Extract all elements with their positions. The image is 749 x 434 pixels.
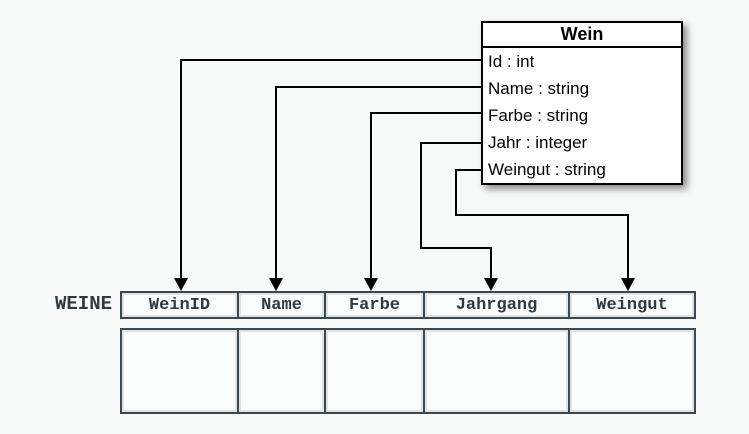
arrowhead-icon: [364, 278, 378, 291]
arrowhead-icon: [174, 278, 188, 291]
connector-farbe-to-farbe: [364, 112, 481, 291]
connector-weingut-to-weingut: [455, 169, 635, 291]
arrowhead-icon: [621, 278, 635, 291]
table-name-label: WEINE: [54, 293, 112, 315]
class-attribute-weingut: Weingut : string: [488, 160, 606, 179]
arrowhead-icon: [269, 278, 283, 291]
table-body-row: [120, 328, 696, 414]
column-header-name: Name: [237, 293, 324, 317]
column-header-jahrgang: Jahrgang: [423, 293, 568, 317]
class-attribute-jahr: Jahr : integer: [488, 133, 588, 152]
table-header-row: WeinID Name Farbe Jahrgang Weingut: [120, 291, 696, 319]
class-title: Wein: [483, 23, 681, 48]
connector-name-to-name: [269, 86, 481, 291]
class-attribute-farbe: Farbe : string: [488, 106, 589, 125]
wein-class-box: Wein Id : int Name : string Farbe : stri…: [481, 21, 683, 185]
table-body-cell: [324, 330, 423, 412]
table-body-cell: [122, 330, 237, 412]
column-header-farbe: Farbe: [324, 293, 423, 317]
arrowhead-icon: [484, 278, 498, 291]
table-body-cell: [568, 330, 694, 412]
connector-id-to-weinid: [174, 59, 481, 291]
class-attribute-name: Name : string: [488, 79, 590, 98]
column-header-weingut: Weingut: [568, 293, 694, 317]
table-body-cell: [237, 330, 324, 412]
table-body-cell: [423, 330, 568, 412]
column-header-weinid: WeinID: [122, 293, 237, 317]
class-attribute-id: Id : int: [488, 52, 535, 71]
